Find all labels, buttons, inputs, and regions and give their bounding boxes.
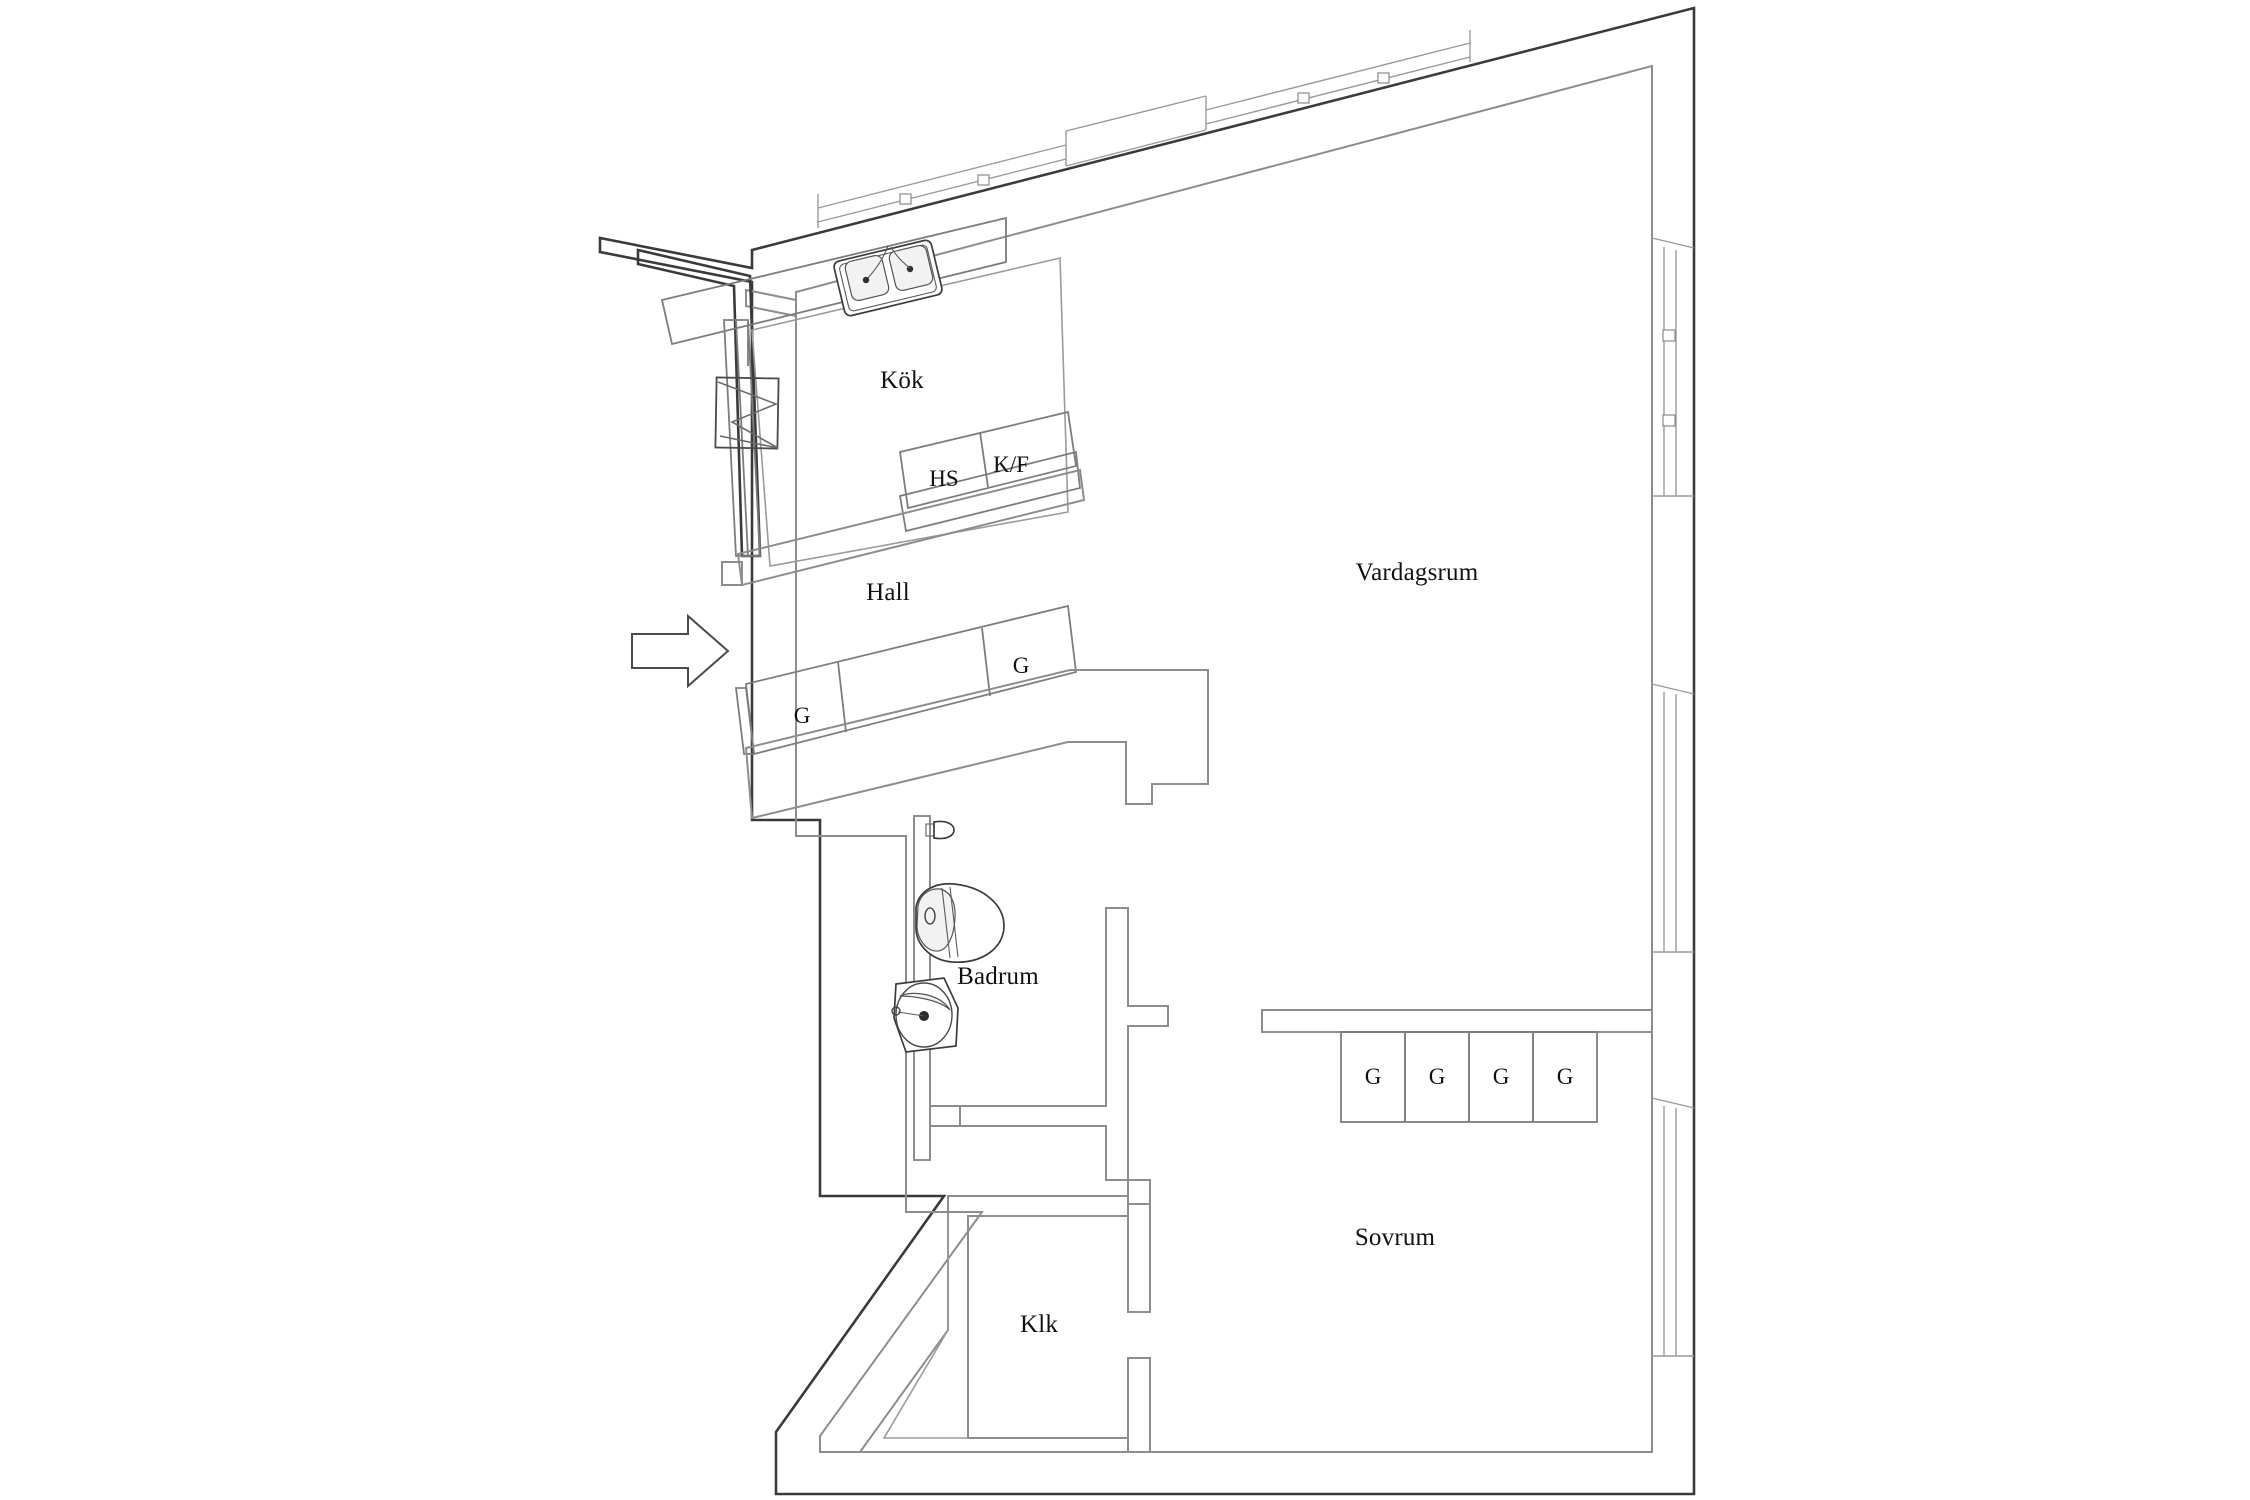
kitchen-floor-outline bbox=[751, 256, 1069, 567]
room-label-sovrum: Sovrum bbox=[1354, 1224, 1436, 1251]
room-label-hall: Hall bbox=[866, 579, 910, 606]
washbasin-symbol bbox=[891, 977, 959, 1053]
room-label-kok: Kök bbox=[880, 367, 924, 394]
window-right-1 bbox=[1651, 237, 1695, 497]
kitchen-appliance-row bbox=[898, 410, 1081, 533]
building-outer-wall bbox=[598, 6, 1696, 1496]
room-label-klk: Klk bbox=[1019, 1311, 1059, 1338]
wardrobe-label-sovrum-2: G bbox=[1428, 1064, 1446, 1089]
kitchen-hall-partition bbox=[636, 248, 762, 558]
window-right-3 bbox=[1651, 1097, 1695, 1357]
door-knob-symbol bbox=[925, 820, 955, 840]
hall-wardrobe-run bbox=[734, 604, 1077, 756]
bedroom-wardrobe-run bbox=[1340, 1031, 1598, 1123]
kitchen-counter-top bbox=[660, 216, 1007, 366]
stove-cooktop-symbol bbox=[714, 376, 780, 450]
kitchen-counter-left bbox=[723, 319, 761, 557]
window-top-left bbox=[817, 131, 1067, 228]
window-right-2 bbox=[1651, 683, 1695, 953]
building-inner-wall-face bbox=[745, 64, 1653, 1453]
wardrobe-label-hall-right: G bbox=[1012, 653, 1030, 678]
wardrobe-label-sovrum-1: G bbox=[1364, 1064, 1382, 1089]
appliance-label-kf: K/F bbox=[993, 452, 1029, 477]
appliance-label-hs: HS bbox=[929, 466, 959, 491]
bathroom-bottom-wall bbox=[929, 1105, 961, 1127]
room-label-badrum: Badrum bbox=[957, 963, 1039, 990]
window-top-right bbox=[1205, 30, 1471, 130]
toilet-wc-symbol bbox=[915, 882, 1005, 963]
bedroom-livingroom-wall bbox=[1127, 1179, 1151, 1205]
kitchen-sink-symbol bbox=[833, 239, 943, 317]
room-label-vardagsrum: Vardagsrum bbox=[1355, 559, 1479, 586]
hall-livingroom-wall bbox=[744, 669, 1209, 820]
wardrobe-label-sovrum-4: G bbox=[1556, 1064, 1574, 1089]
entrance-direction-arrow bbox=[631, 613, 730, 689]
wardrobe-label-hall-left: G bbox=[793, 703, 811, 728]
wardrobe-label-sovrum-3: G bbox=[1492, 1064, 1510, 1089]
bedroom-top-wall bbox=[1261, 1009, 1653, 1033]
window-top-middle-pier bbox=[1065, 95, 1207, 167]
klk-bedroom-dividing-wall bbox=[1127, 1203, 1151, 1453]
klk-outline bbox=[858, 1195, 1129, 1453]
kitchen-hall-dividing-wall bbox=[721, 468, 1086, 587]
